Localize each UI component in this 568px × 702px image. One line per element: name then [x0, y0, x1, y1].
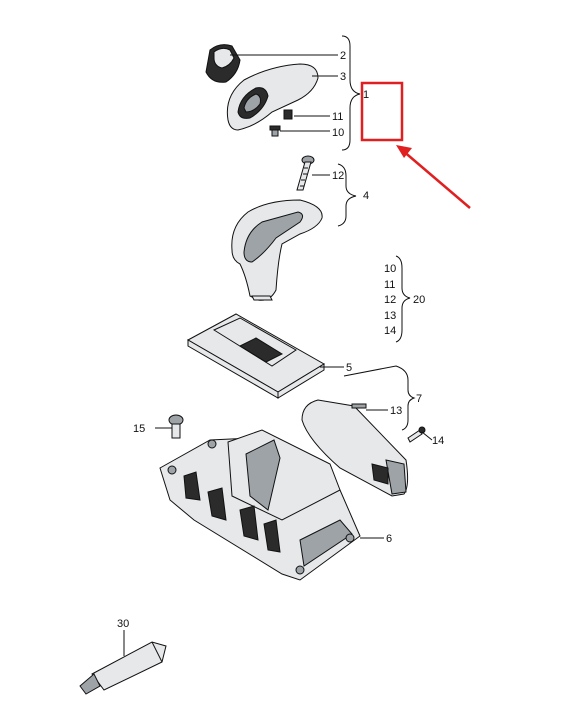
group20-item-4: 14 — [384, 325, 396, 337]
callout-5: 5 — [346, 362, 352, 374]
group-braces — [337, 35, 416, 431]
group20-item-1: 11 — [384, 279, 395, 291]
part-30-grease-tube[interactable] — [79, 641, 167, 695]
callout-15: 15 — [133, 423, 145, 435]
callout-6: 6 — [386, 533, 392, 545]
part-12-bolt[interactable] — [296, 155, 315, 191]
callout-30: 30 — [117, 618, 129, 630]
callout-13: 13 — [390, 405, 402, 417]
group20-item-2: 12 — [384, 294, 396, 306]
callout-12: 12 — [332, 170, 344, 182]
group20-item-3: 13 — [384, 310, 396, 322]
part-10-screw[interactable] — [269, 125, 281, 137]
callout-labels: 2 3 1 11 10 12 4 10 11 12 13 14 20 5 7 1… — [117, 50, 444, 630]
highlight-arrow-head — [396, 145, 412, 158]
callout-11: 11 — [332, 111, 343, 123]
part-2-cap[interactable] — [205, 44, 241, 83]
leader-lines — [123, 54, 433, 656]
part-11-clip[interactable] — [283, 109, 293, 120]
part-3-knob-cover[interactable] — [226, 63, 319, 131]
callout-10: 10 — [332, 127, 344, 139]
callout-1: 1 — [363, 89, 369, 101]
part-5-gate-frame[interactable] — [186, 313, 325, 399]
callout-20: 20 — [413, 294, 425, 306]
group20-item-0: 10 — [384, 263, 396, 275]
callout-14: 14 — [432, 435, 444, 447]
highlight-box — [360, 81, 404, 142]
part-4-knob-body[interactable] — [231, 199, 323, 301]
highlight-arrow-shaft — [401, 149, 471, 209]
part-14-screw[interactable] — [407, 426, 426, 443]
callout-4: 4 — [363, 190, 369, 202]
callout-2: 2 — [340, 50, 346, 62]
part-7-control-module[interactable] — [301, 399, 409, 497]
highlight-annotation — [360, 81, 471, 209]
part-6-housing[interactable] — [159, 429, 361, 581]
callout-7: 7 — [416, 393, 422, 405]
part-15-screw[interactable] — [168, 414, 184, 439]
part-13-pin[interactable] — [351, 403, 367, 409]
callout-3: 3 — [340, 71, 346, 83]
